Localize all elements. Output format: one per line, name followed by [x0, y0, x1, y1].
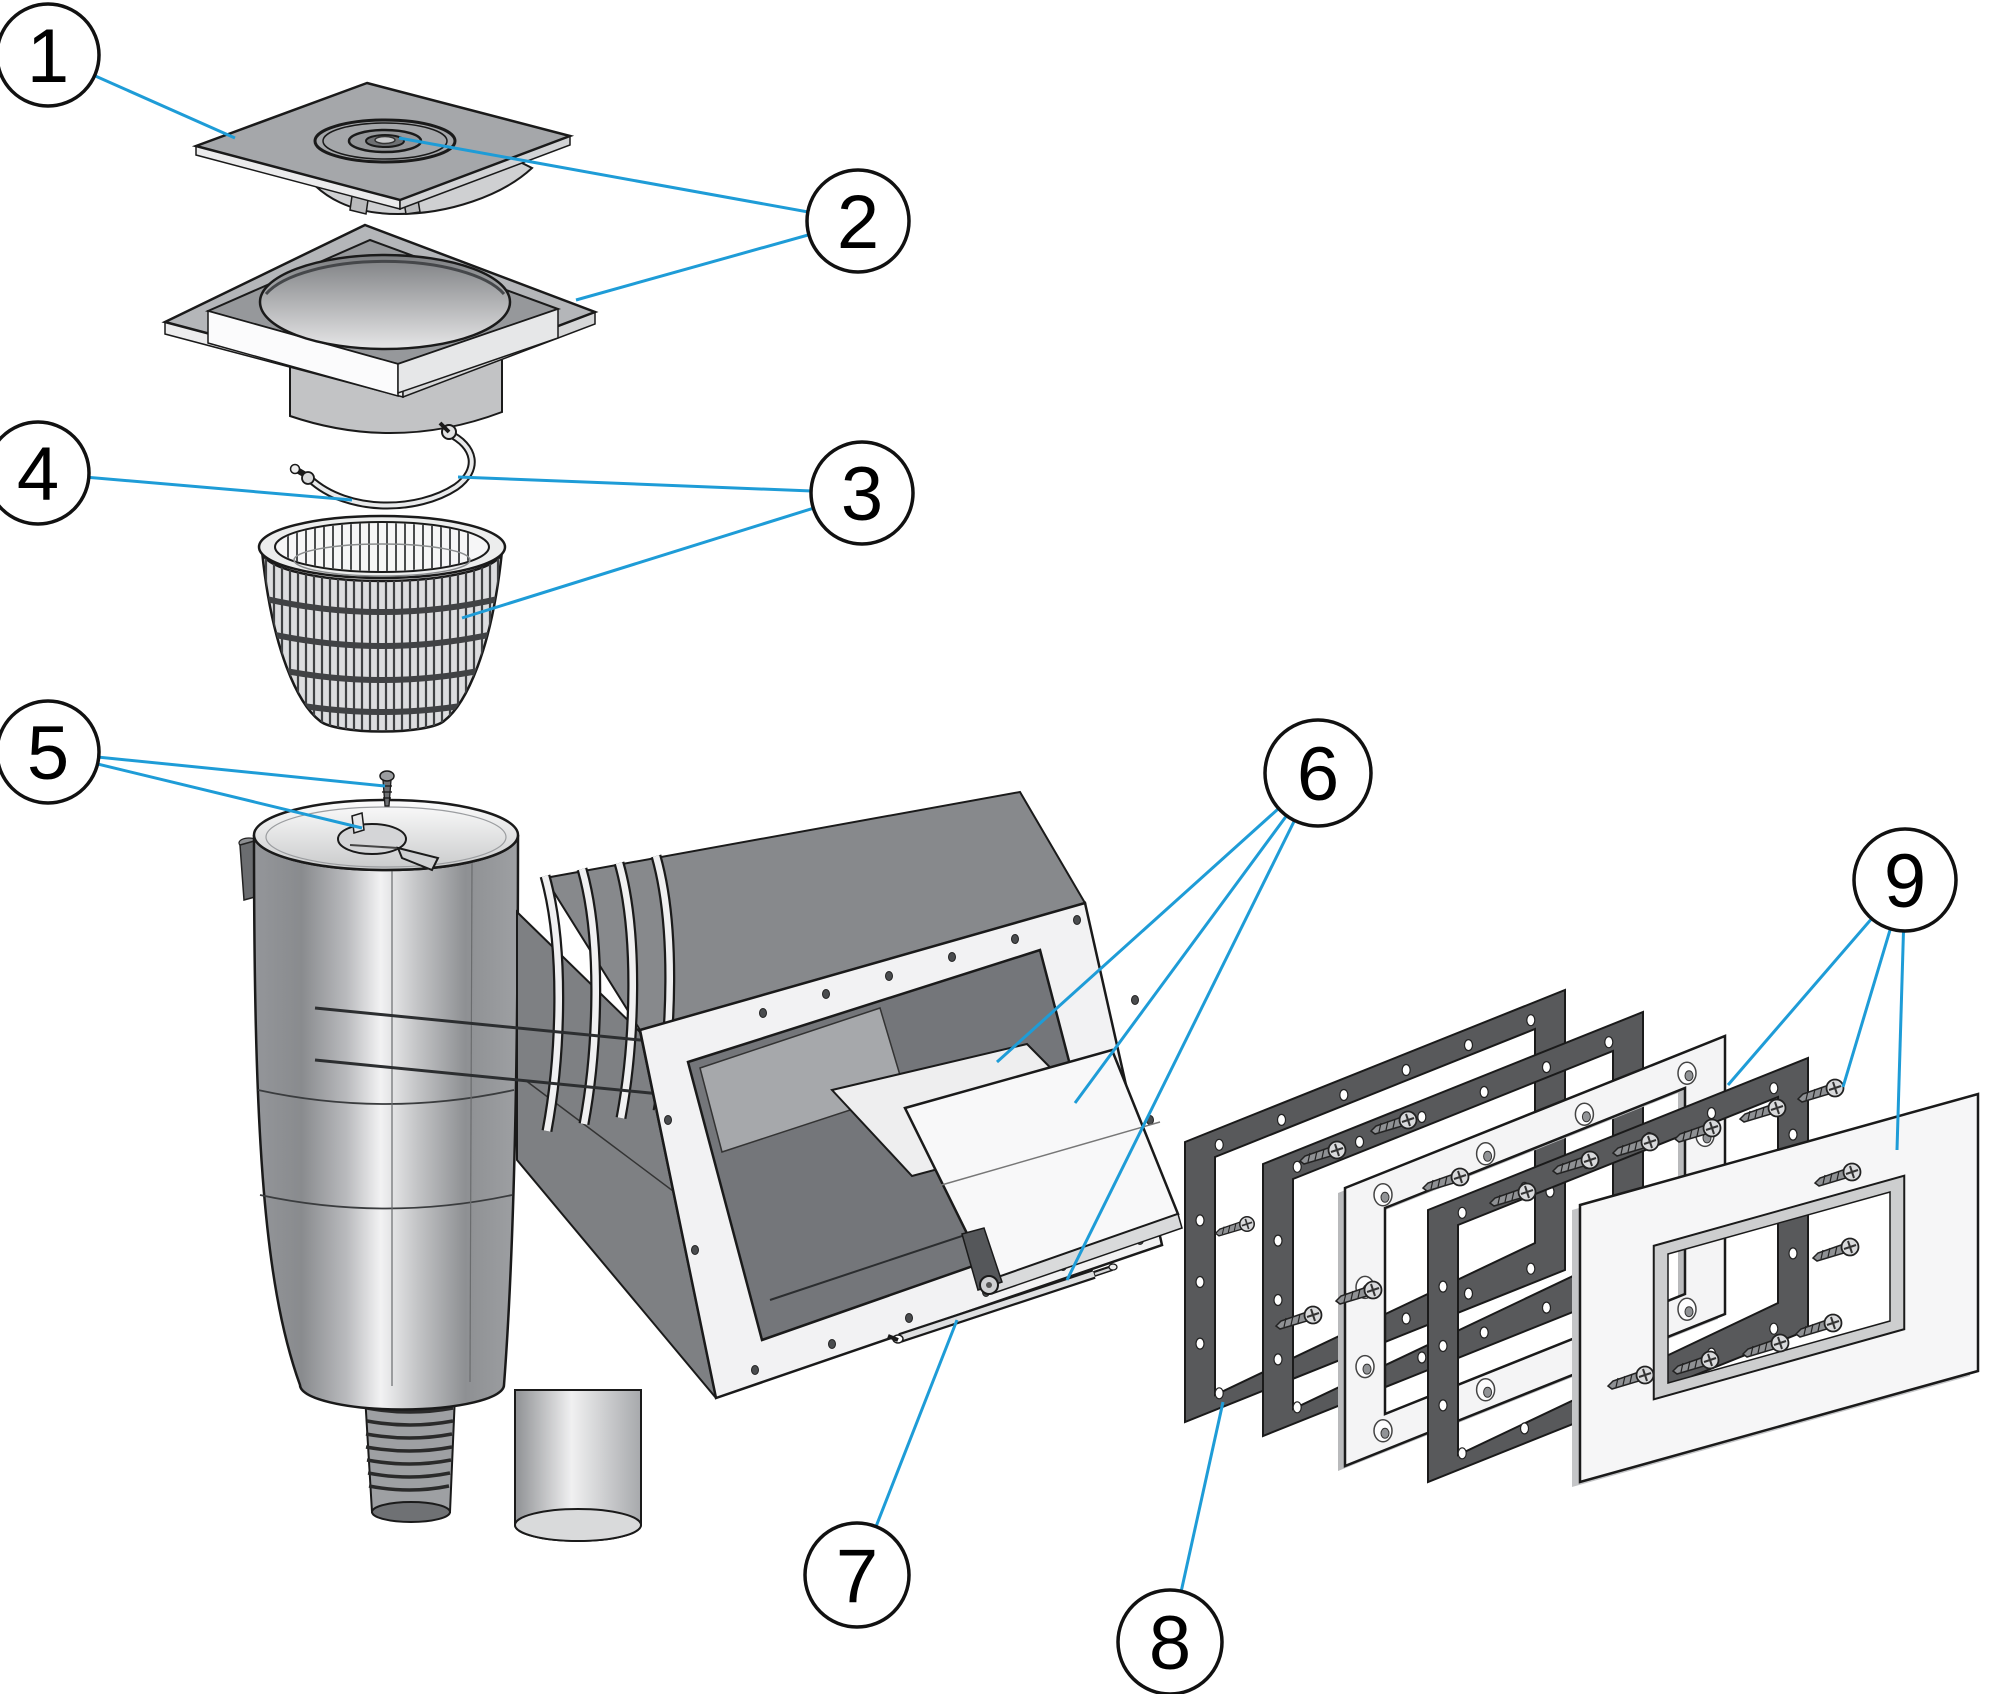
- callout-circle: [0, 2, 101, 108]
- callout-number: 2: [837, 180, 879, 265]
- leader-line: [1065, 772, 1320, 1281]
- weir-flap-front: [903, 1048, 1183, 1295]
- callout-number: 3: [841, 452, 883, 537]
- callout-circle: [0, 420, 91, 526]
- callout-circle: [803, 1521, 911, 1629]
- callout-circle: [1852, 827, 1958, 933]
- callout-3: 3: [457, 440, 915, 620]
- frame-opening: [258, 253, 512, 351]
- callout-circle: [1263, 718, 1373, 828]
- callout-5: 5: [0, 699, 386, 830]
- callout-circle: [809, 440, 915, 546]
- callout-9: 9: [1726, 827, 1958, 1151]
- mounting-stack: [1184, 988, 1980, 1487]
- callout-number: 1: [27, 14, 69, 99]
- callout-number: 8: [1149, 1601, 1191, 1686]
- callout-8: 8: [1116, 1401, 1225, 1694]
- callout-number: 6: [1297, 732, 1339, 817]
- callout-number: 5: [27, 711, 69, 796]
- body-shell: [252, 834, 520, 1411]
- weir-pivot-rod: [887, 1263, 1118, 1344]
- skimmer-body: [238, 798, 642, 1542]
- callouts: 1 2 3 4 5 6 7 8 9: [0, 2, 1958, 1694]
- extension-frame: [161, 223, 599, 435]
- lock-screw: [379, 770, 395, 807]
- basket: [257, 514, 507, 733]
- leader-line: [47, 750, 386, 788]
- faceplate: [1578, 1092, 1980, 1484]
- callout-2: 2: [398, 136, 911, 302]
- square-lid: [191, 81, 575, 216]
- callout-number: 7: [836, 1534, 878, 1619]
- callout-1: 1: [0, 2, 236, 140]
- callout-circle: [805, 168, 911, 274]
- callout-4: 4: [0, 420, 353, 526]
- threaded-outlet: [363, 1394, 457, 1523]
- lock-cover: [337, 812, 440, 872]
- callout-number: 4: [17, 432, 59, 517]
- leader-line: [461, 491, 863, 620]
- callout-7: 7: [803, 1319, 959, 1629]
- screw: [1214, 1215, 1256, 1237]
- leader-line: [47, 750, 363, 830]
- leader-line: [398, 136, 859, 223]
- throat-assembly: [314, 790, 1183, 1400]
- callout-circle: [1116, 1588, 1224, 1694]
- leader-line: [1073, 772, 1320, 1104]
- screw: [1812, 1237, 1860, 1262]
- leader-line: [457, 475, 863, 495]
- callout-circle: [0, 699, 101, 805]
- basket-handle: [289, 421, 476, 510]
- leader-line: [995, 771, 1320, 1064]
- callout-number: 9: [1884, 839, 1926, 924]
- bottom-pipe: [514, 1389, 642, 1542]
- callout-6: 6: [995, 718, 1373, 1281]
